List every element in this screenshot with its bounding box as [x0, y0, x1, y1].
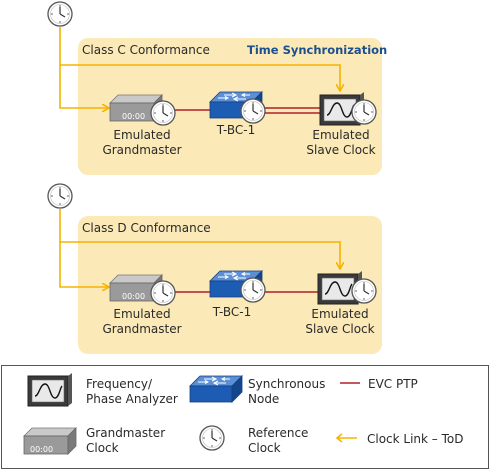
- class-d-slave-label-1: Emulated: [311, 307, 369, 321]
- class-c-title: Class C Conformance: [82, 43, 210, 57]
- legend-reference-label-2: Clock: [248, 441, 281, 455]
- legend-sync-node-label-1: Synchronous: [248, 377, 326, 391]
- legend-box: [1, 365, 489, 469]
- class-c-gm-label-1: Emulated: [113, 128, 171, 142]
- legend-sync-node-label-2: Node: [248, 392, 280, 406]
- legend-grandmaster-label-1: Grandmaster: [86, 426, 166, 440]
- class-c-tbc-label: T-BC-1: [216, 123, 256, 137]
- legend-reference-clock-icon: [199, 425, 225, 451]
- legend-analyzer-label-2: Phase Analyzer: [86, 392, 178, 406]
- class-d-title: Class D Conformance: [82, 221, 211, 235]
- class-d-gm-label-2: Grandmaster: [102, 322, 182, 336]
- legend-reference-label-1: Reference: [248, 426, 309, 440]
- class-d-slave-label-2: Slave Clock: [305, 322, 375, 336]
- class-c-tbc-clock-icon: [240, 98, 266, 124]
- class-c-reference-clock: [47, 1, 73, 27]
- legend-clock-link-arrowhead: [335, 433, 343, 443]
- class-d-gm-clock-icon: [150, 280, 176, 306]
- legend-analyzer-icon: [27, 372, 73, 407]
- class-c-gm-clock-icon: [150, 100, 176, 126]
- legend-gm-display: 00:00: [30, 445, 53, 454]
- class-c-slave-clock-icon: [351, 99, 377, 125]
- legend-analyzer-label-1: Frequency/: [86, 377, 153, 391]
- legend-sync-node-icon: [189, 375, 243, 403]
- legend-clock-link-label: Clock Link – ToD: [367, 432, 464, 446]
- class-c-gm-label-2: Grandmaster: [102, 143, 182, 157]
- class-c-slave-label-2: Slave Clock: [306, 143, 376, 157]
- class-d-gm-display: 00:00: [122, 292, 145, 301]
- class-c-gm-display: 00:00: [122, 112, 145, 121]
- class-d-reference-clock: [47, 183, 73, 209]
- class-c-clock-link-to-gm: [59, 65, 108, 108]
- class-c-clock-link-to-slave: [59, 27, 340, 90]
- class-d-gm-label-1: Emulated: [113, 307, 171, 321]
- class-d-clock-link-to-slave: [59, 209, 340, 268]
- class-c-slave-label-1: Emulated: [312, 128, 370, 142]
- time-sync-title: Time Synchronization: [247, 43, 388, 57]
- legend-evc-ptp-label: EVC PTP: [368, 377, 418, 391]
- legend-grandmaster-label-2: Clock: [86, 441, 119, 455]
- class-d-clock-link-to-gm: [59, 242, 108, 287]
- class-d-tbc-label: T-BC-1: [212, 305, 252, 319]
- class-d-tbc-clock-icon: [240, 277, 266, 303]
- class-d-slave-clock-icon: [351, 278, 377, 304]
